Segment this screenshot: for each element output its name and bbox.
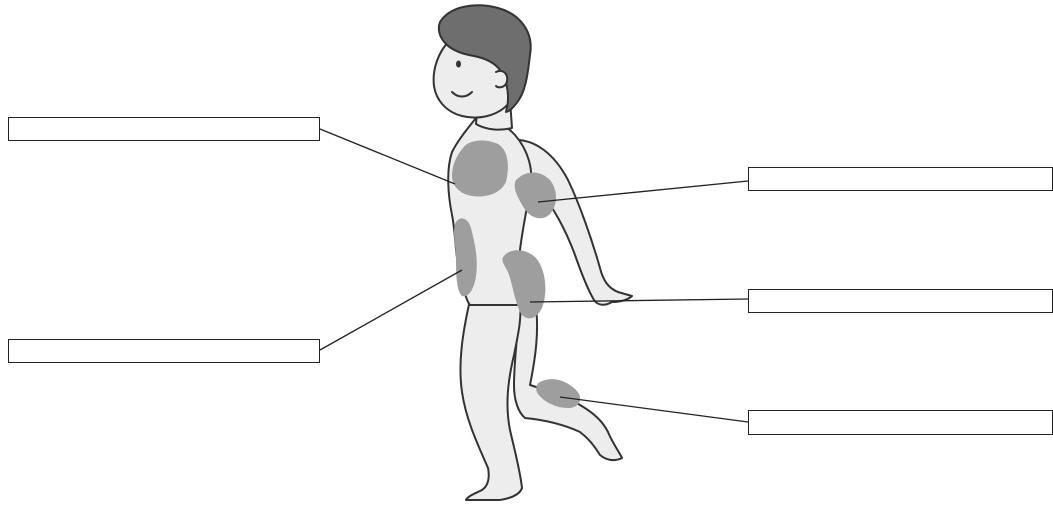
leader-line-abdomen-side	[320, 270, 462, 350]
leader-line-chest	[320, 129, 455, 184]
ear	[496, 71, 507, 87]
label-box-thigh-back[interactable]	[748, 289, 1053, 313]
label-box-upper-arm[interactable]	[748, 167, 1053, 191]
back-leg	[514, 300, 622, 460]
body-figure	[434, 5, 632, 500]
label-box-chest[interactable]	[8, 117, 320, 141]
label-box-abdomen-side[interactable]	[8, 339, 320, 363]
eye	[456, 61, 461, 68]
label-box-calf[interactable]	[748, 410, 1053, 435]
front-leg	[460, 300, 522, 500]
leader-line-thigh-back	[530, 299, 748, 302]
